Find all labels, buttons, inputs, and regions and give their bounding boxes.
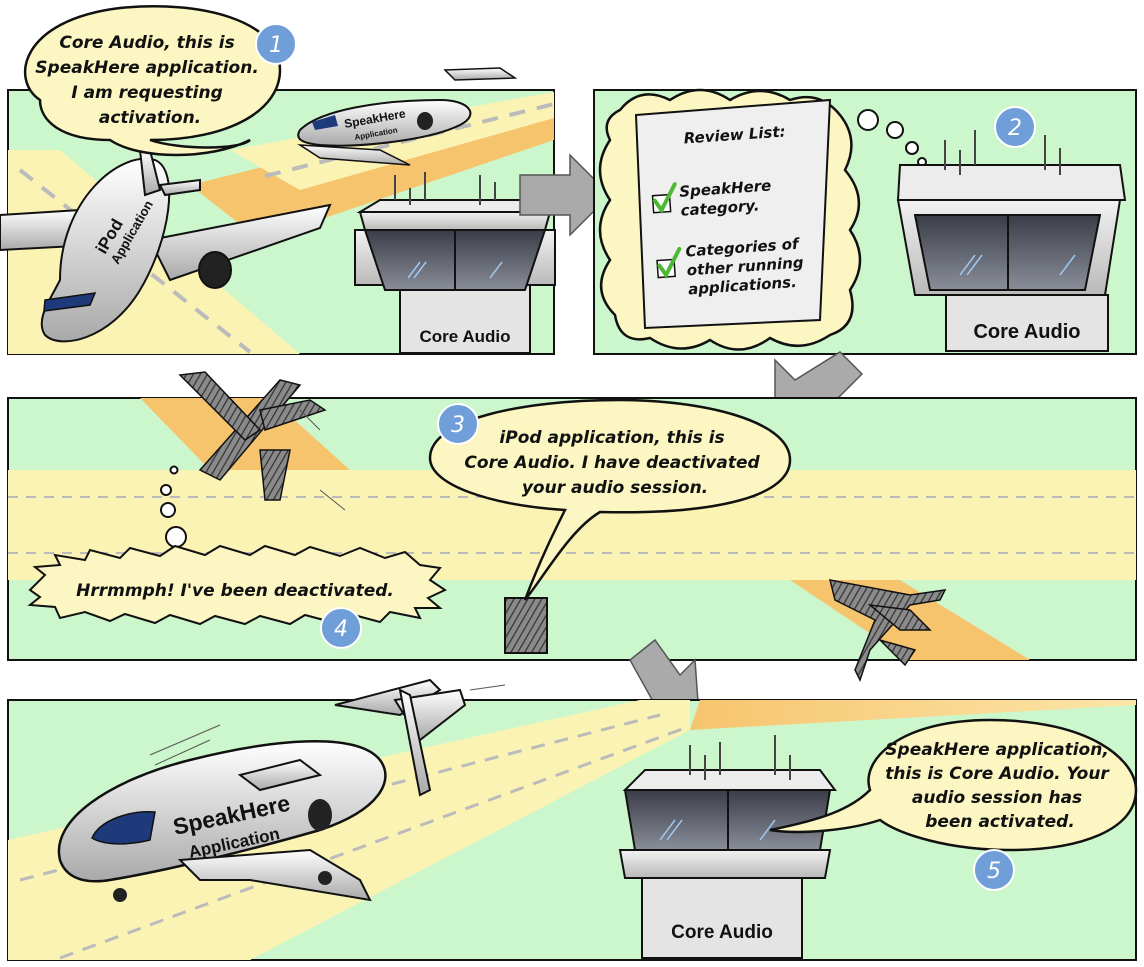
speech-bubble-3: iPod application, this is Core Audio. I … (428, 398, 792, 601)
ipod-plane: iPod Application (0, 149, 332, 343)
runway (8, 700, 690, 960)
tower-label: Core Audio (973, 321, 1080, 343)
taxiway (690, 700, 1136, 730)
speakhere-plane-large: SpeakHere Application (57, 678, 506, 902)
control-tower-4: Core Audio (618, 735, 837, 959)
step-badge-5: 5 (973, 849, 1015, 891)
review-paper (634, 98, 832, 330)
tower-topview (504, 597, 548, 654)
shout-text: Hrrmmph! I've been deactivated. (76, 581, 394, 601)
svg-text:3: 3 (451, 413, 465, 438)
step-badge-1: 1 (255, 23, 297, 65)
svg-text:4: 4 (334, 617, 348, 642)
step-badge-3: 3 (437, 403, 479, 445)
speech-bubble-1: Core Audio, this is SpeakHere applicatio… (23, 5, 282, 157)
speakhere-plane-small: SpeakHere Application (297, 67, 518, 166)
check-icon (652, 182, 677, 215)
control-tower: Core Audio (354, 172, 556, 354)
step-badge-4: 4 (320, 607, 362, 649)
tower-label: Core Audio (671, 922, 773, 943)
review-item-1: SpeakHere category. (679, 176, 779, 220)
plane-taxiing (828, 579, 947, 682)
review-item-2: Categories of other running applications… (685, 234, 811, 298)
ipod-plane-departing (178, 371, 346, 511)
control-tower-2: Core Audio (896, 130, 1127, 352)
svg-text:1: 1 (269, 33, 283, 58)
check-icon (657, 247, 682, 279)
step-badge-2: 2 (994, 106, 1036, 148)
shout-bubble (27, 544, 448, 626)
speech-bubble-5: SpeakHere application, this is Core Audi… (769, 718, 1138, 852)
bubble-1-text: Core Audio, this is SpeakHere applicatio… (35, 33, 264, 128)
arrow-right-icon (519, 153, 612, 237)
panel-1: iPod Application SpeakHere Application (0, 67, 556, 355)
panel-2: Review List: SpeakHere category. Categor… (593, 88, 1137, 355)
tower-label: Core Audio (420, 327, 511, 346)
svg-text:5: 5 (987, 859, 1001, 884)
bubble-3-text: iPod application, this is Core Audio. I … (464, 428, 765, 498)
svg-text:2: 2 (1008, 116, 1022, 141)
bubble-5-text: SpeakHere application, this is Core Audi… (885, 740, 1114, 832)
